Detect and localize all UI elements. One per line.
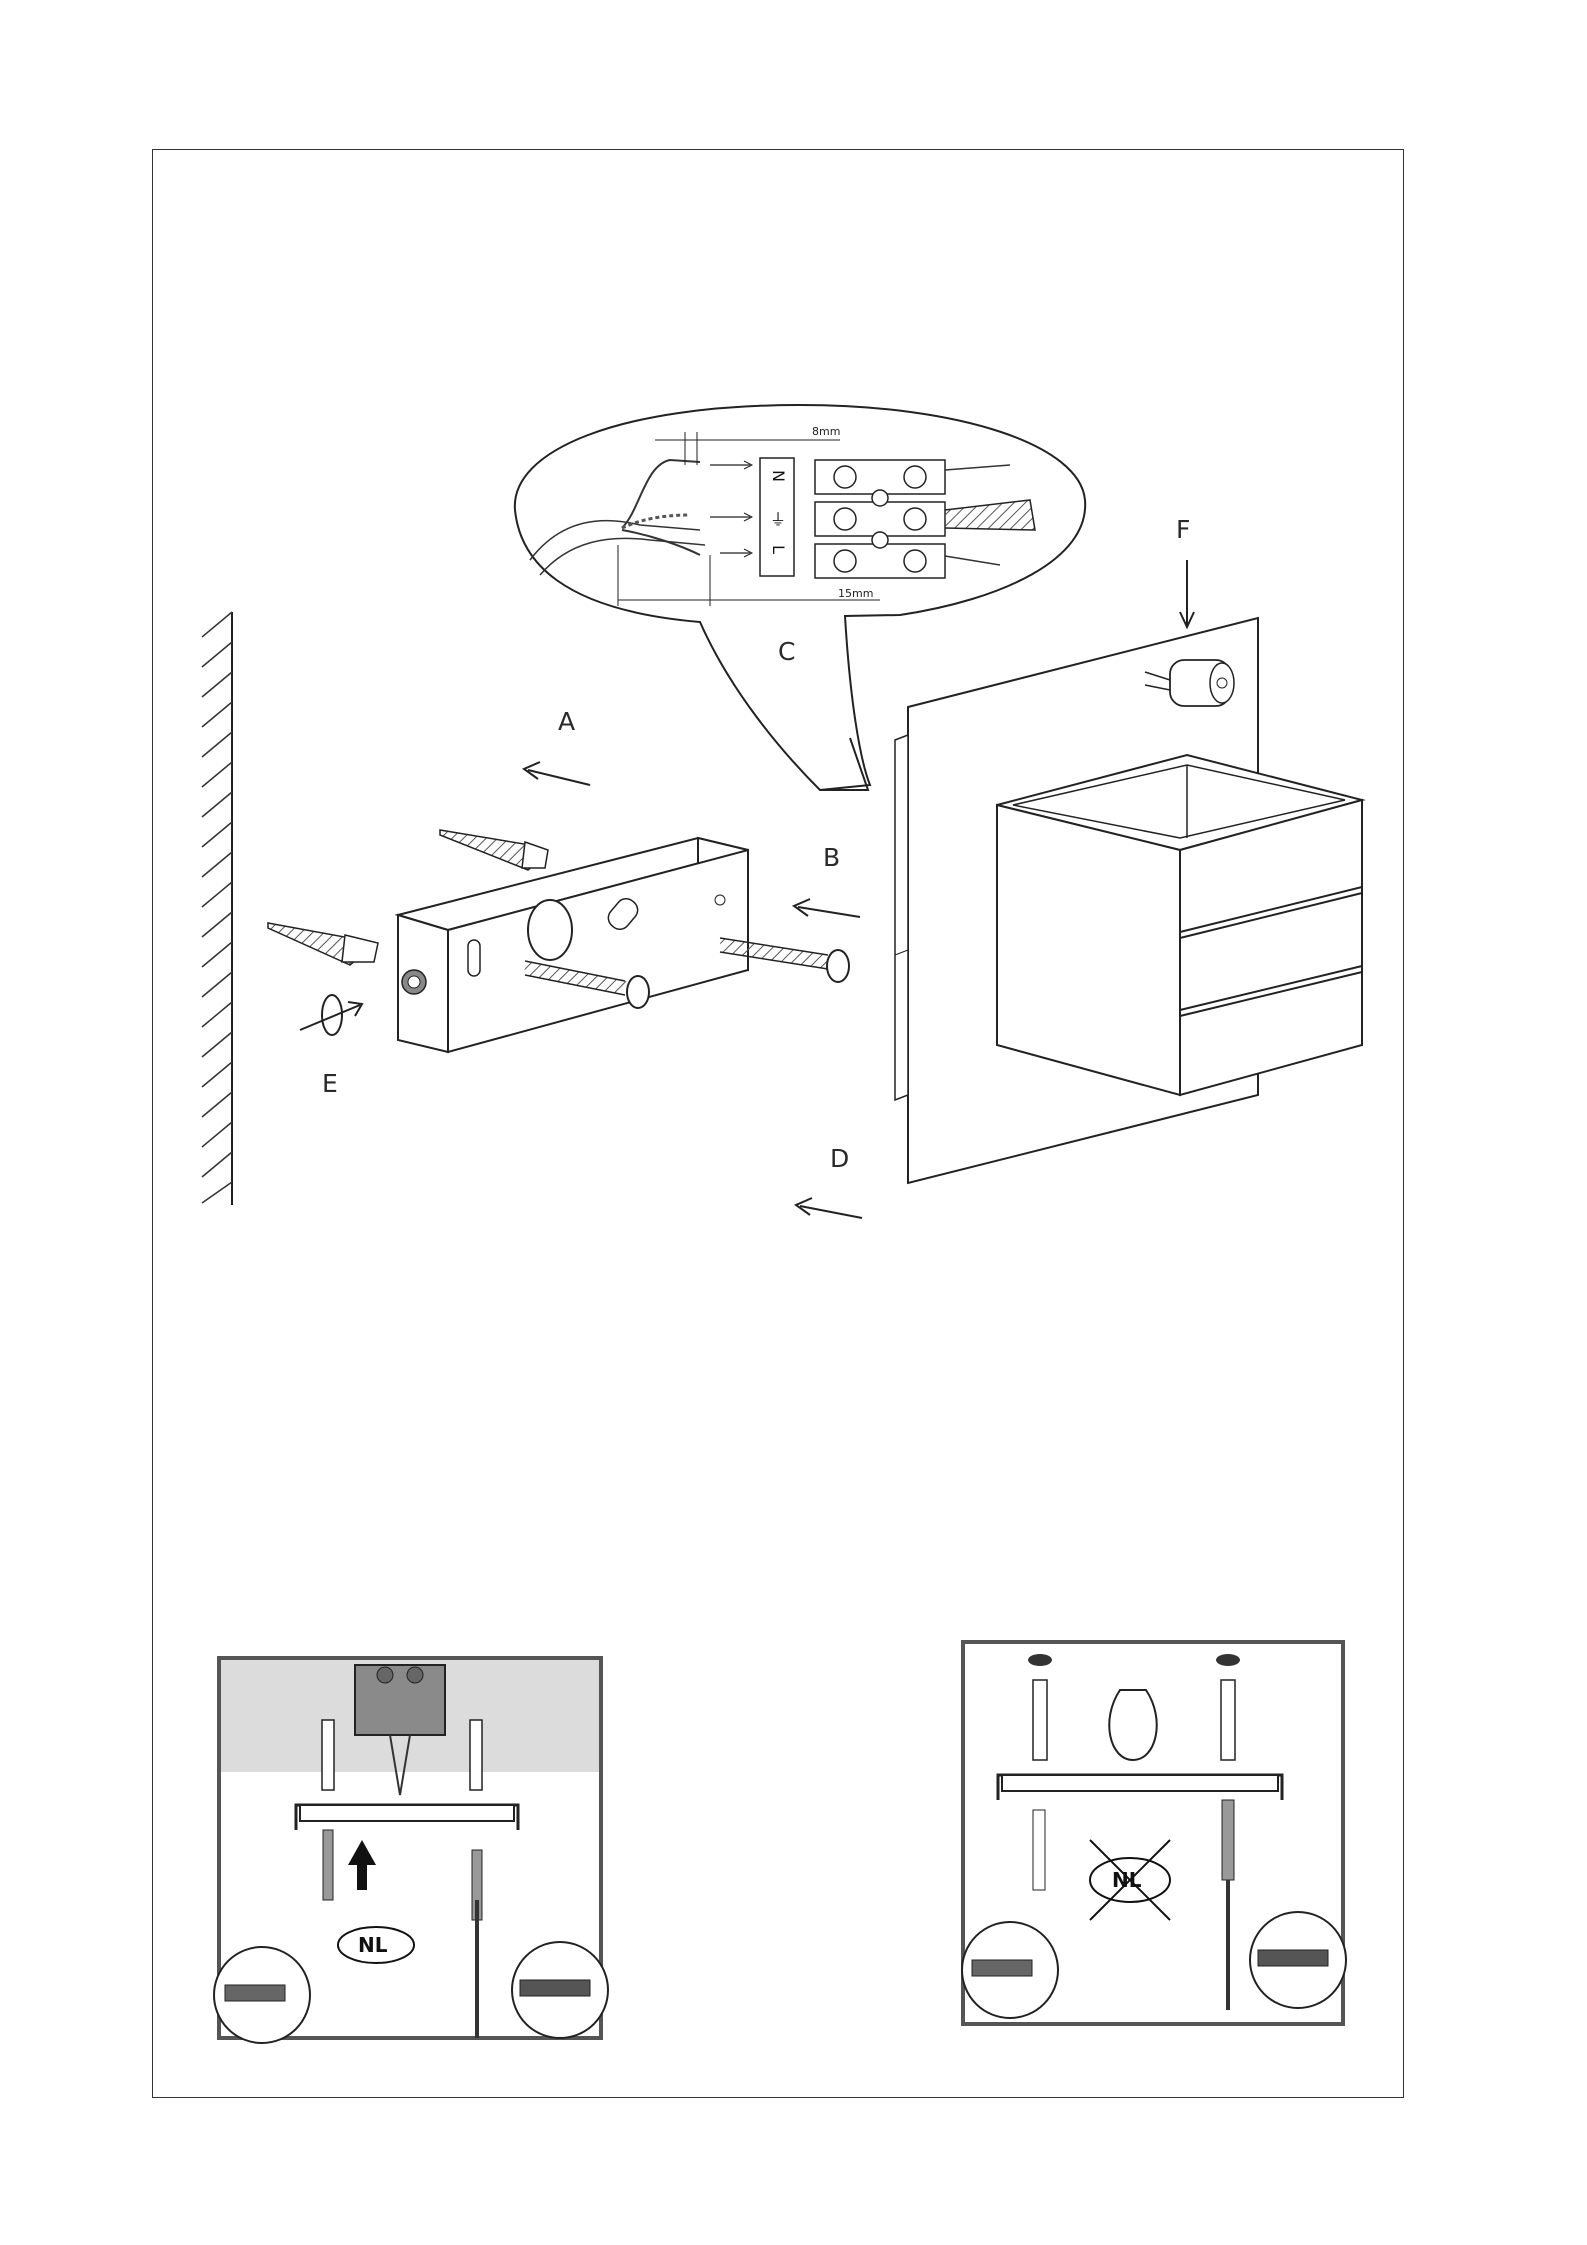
- wall-plug-upper: [440, 830, 548, 870]
- terminal-label-earth: ⏚: [770, 510, 786, 529]
- rotation-arrow-icon: [300, 995, 362, 1035]
- dimension-15mm: 15mm: [838, 587, 873, 600]
- panel-correct-mounting: [214, 1658, 608, 2043]
- panel-incorrect-mounting: [962, 1642, 1346, 2024]
- terminal-label-n: N: [769, 470, 788, 482]
- badge-nl-left: NL: [358, 1933, 388, 1957]
- mounting-bracket: [398, 838, 748, 1052]
- label-f: F: [1176, 515, 1190, 544]
- label-e: E: [322, 1069, 338, 1098]
- label-a: A: [558, 707, 575, 736]
- label-c: C: [778, 637, 795, 666]
- badge-nl-right: NL: [1112, 1868, 1142, 1892]
- label-d: D: [830, 1144, 849, 1173]
- label-b: B: [823, 843, 840, 872]
- terminal-label-l: L: [769, 545, 788, 554]
- dimension-8mm: 8mm: [812, 425, 840, 438]
- wall-plug-lower: [268, 923, 378, 965]
- cube-shade: [997, 755, 1362, 1095]
- wall: [202, 612, 232, 1205]
